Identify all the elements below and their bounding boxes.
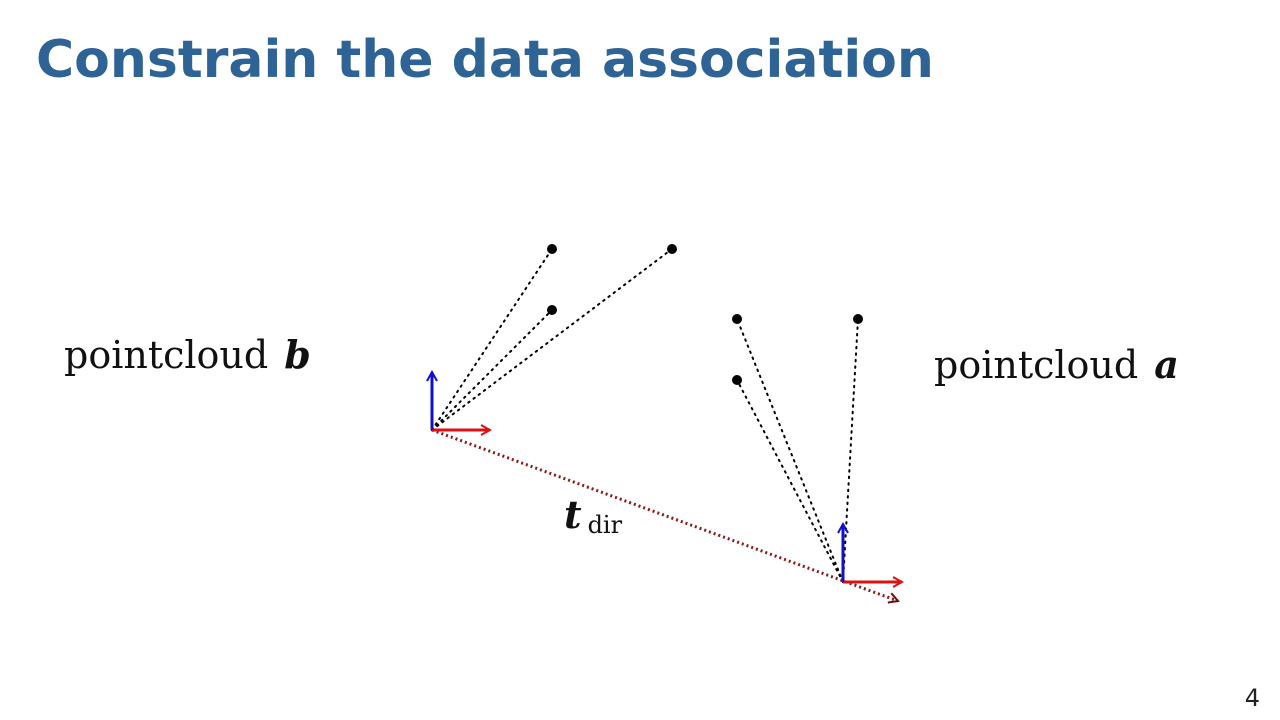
pointcloud-b-word: pointcloud [64,333,268,377]
ray-b-1 [431,248,553,431]
point-b-1 [547,244,557,254]
ray-a-3 [842,318,859,583]
ray-a-2 [736,379,844,583]
point-b-3 [547,305,557,315]
slide-title: Constrain the data association [36,30,934,90]
frame-a-axes [843,524,902,582]
translation-subscript: dir [588,511,623,539]
ray-b-2 [431,248,673,431]
ray-a-1 [736,318,844,583]
frame-b-correspondence-lines [431,248,673,431]
translation-label: t dir [564,492,623,539]
pointcloud-a-word: pointcloud [934,343,1138,387]
page-number: 4 [1244,684,1260,712]
pointcloud-a-label: pointcloud a [934,342,1179,387]
translation-direction-line [431,428,898,601]
point-b-2 [667,244,677,254]
frame-a-correspondence-lines [736,318,859,583]
point-set [547,244,863,385]
point-a-2 [732,375,742,385]
pointcloud-a-symbol: a [1154,342,1179,387]
pointcloud-b-label: pointcloud b [64,332,311,377]
pointcloud-b-symbol: b [284,332,311,377]
point-a-1 [732,314,742,324]
translation-symbol: t [564,492,582,537]
ray-b-3 [431,309,553,431]
frame-b-axes [432,372,490,430]
point-a-3 [853,314,863,324]
